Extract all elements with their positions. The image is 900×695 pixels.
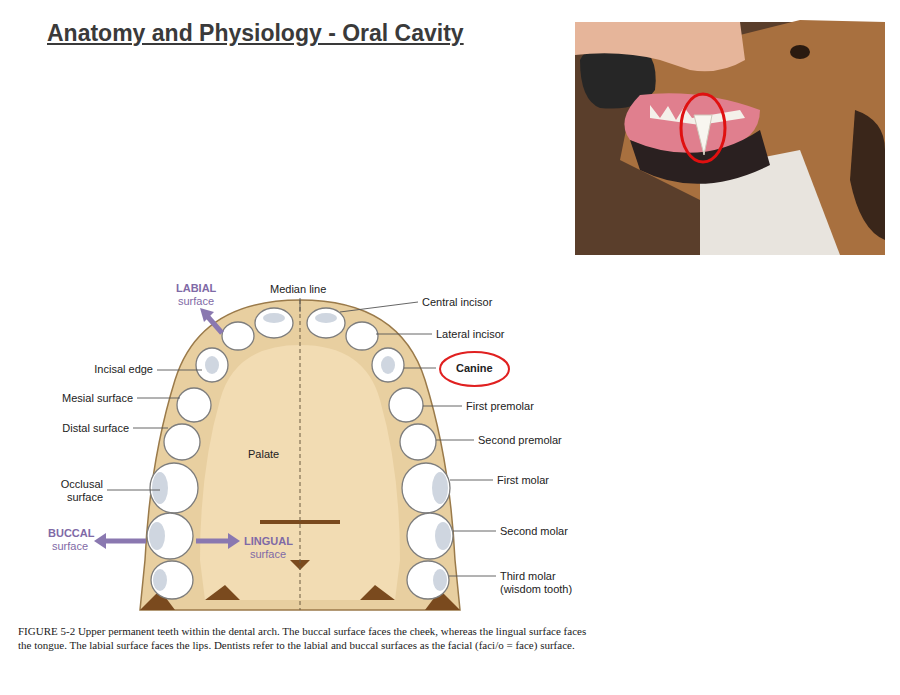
- hand: [575, 22, 745, 71]
- part-label: Median line: [270, 283, 326, 296]
- surface-word: surface: [250, 548, 286, 561]
- tooth-label: Second premolar: [478, 434, 562, 447]
- surface-word: surface: [52, 540, 88, 553]
- part-label: Mesial surface: [62, 392, 133, 405]
- tooth-label: Central incisor: [422, 296, 492, 309]
- surface-name: LABIAL: [176, 282, 216, 295]
- dog-ear: [850, 110, 885, 240]
- tooth-label: Lateral incisor: [436, 328, 504, 341]
- canine-fang: [694, 115, 712, 155]
- tooth-label: First premolar: [466, 400, 534, 413]
- median-suture: [300, 300, 301, 610]
- region-label: Palate: [248, 448, 279, 461]
- tooth-label: Canine: [456, 362, 529, 375]
- circled-label: Canine: [438, 350, 511, 388]
- part-label: Distal surface: [62, 422, 129, 435]
- part-label: Incisal edge: [94, 363, 153, 376]
- highlight-circle: [681, 94, 725, 162]
- alveolar-bone: [140, 300, 460, 610]
- slide-title: Anatomy and Physiology - Oral Cavity: [47, 20, 464, 48]
- tooth-label: Third molar (wisdom tooth): [500, 570, 590, 596]
- figure-caption: FIGURE 5-2 Upper permanent teeth within …: [18, 624, 593, 653]
- teeth: [147, 308, 453, 599]
- surface-name: LINGUAL: [244, 535, 293, 548]
- tooth-label: First molar: [497, 474, 549, 487]
- surface-name: BUCCAL: [48, 527, 94, 540]
- part-label: Occlusal surface: [43, 478, 103, 504]
- tooth-label: Second molar: [500, 525, 568, 538]
- dog-eye: [790, 45, 810, 59]
- tooth-shading: [149, 313, 451, 591]
- surface-word: surface: [178, 295, 214, 308]
